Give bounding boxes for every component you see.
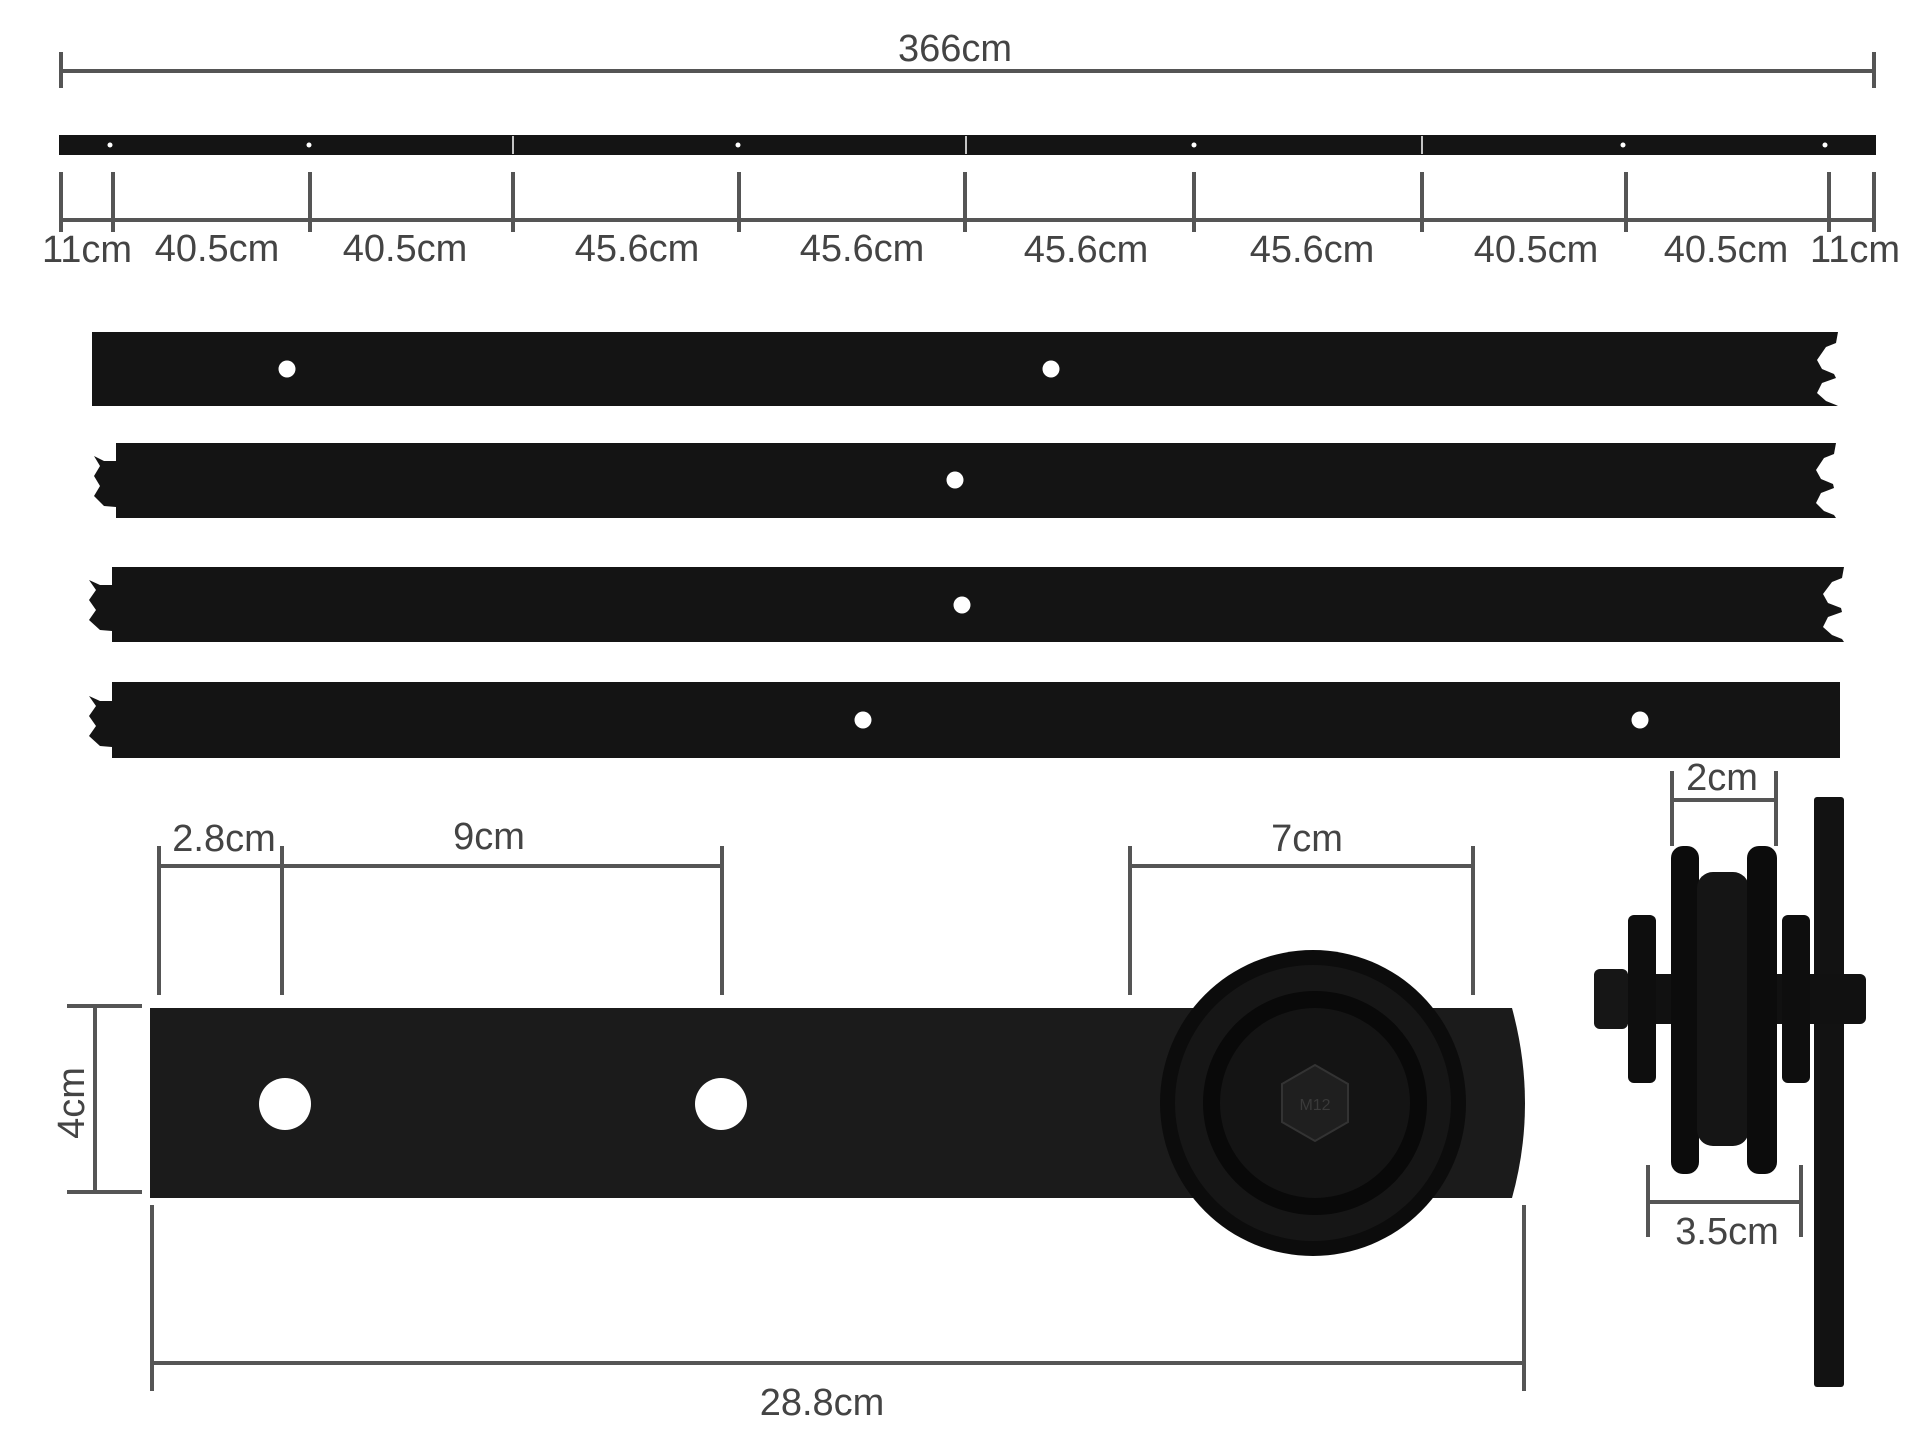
roller-wheel: M12	[1160, 950, 1466, 1256]
segment-label: 45.6cm	[800, 228, 925, 270]
segment-label: 11cm	[1810, 229, 1900, 271]
bolt-head-side	[1594, 969, 1628, 1029]
segment-label: 45.6cm	[1024, 229, 1149, 271]
strap-length-label: 28.8cm	[760, 1382, 885, 1424]
washer	[1628, 915, 1656, 1083]
segment-label: 40.5cm	[343, 228, 468, 270]
rail-section-4	[89, 682, 1840, 758]
segment-label: 40.5cm	[1664, 229, 1789, 271]
segment-label: 45.6cm	[1250, 229, 1375, 271]
side-view-dimensions: 2cm 3.5cm	[1646, 757, 1803, 1253]
wheel-flange	[1671, 846, 1699, 1174]
roller-hanger-front: M12	[150, 950, 1525, 1256]
rail-section-1	[92, 332, 1838, 406]
total-length-dimension: 366cm	[59, 28, 1876, 88]
rail-sections	[89, 332, 1844, 758]
segment-label: 40.5cm	[1474, 229, 1599, 271]
hole-offset-label: 2.8cm	[172, 818, 275, 860]
bolt-head	[1281, 1063, 1349, 1143]
washer	[1782, 915, 1810, 1083]
wheel-groove	[1697, 872, 1749, 1146]
hanger-dimensions: 2.8cm 9cm 7cm 4cm 28.8cm	[51, 816, 1526, 1424]
wheel-side-view	[1594, 797, 1866, 1387]
segment-dimensions: 11cm 40.5cm 40.5cm 45.6cm 45.6cm 45.6cm …	[42, 172, 1900, 271]
hole-spacing-label: 9cm	[453, 816, 525, 858]
total-width-label: 3.5cm	[1675, 1211, 1778, 1253]
rail-section-2	[94, 443, 1836, 518]
wheel-diameter-label: 7cm	[1271, 818, 1343, 860]
bolt-marking: M12	[1299, 1097, 1330, 1114]
mounting-hole	[695, 1078, 747, 1130]
hanger-strap-edge	[1814, 797, 1844, 1387]
assembled-rail	[59, 135, 1876, 155]
segment-label: 11cm	[42, 229, 132, 271]
assembled-rail-bar	[59, 135, 1876, 155]
segment-label: 45.6cm	[575, 228, 700, 270]
mounting-hole	[259, 1078, 311, 1130]
wheel-flange	[1747, 846, 1777, 1174]
segment-label: 40.5cm	[155, 228, 280, 270]
strap-height-label: 4cm	[51, 1067, 93, 1139]
groove-width-label: 2cm	[1686, 757, 1758, 799]
total-length-label: 366cm	[898, 28, 1012, 70]
